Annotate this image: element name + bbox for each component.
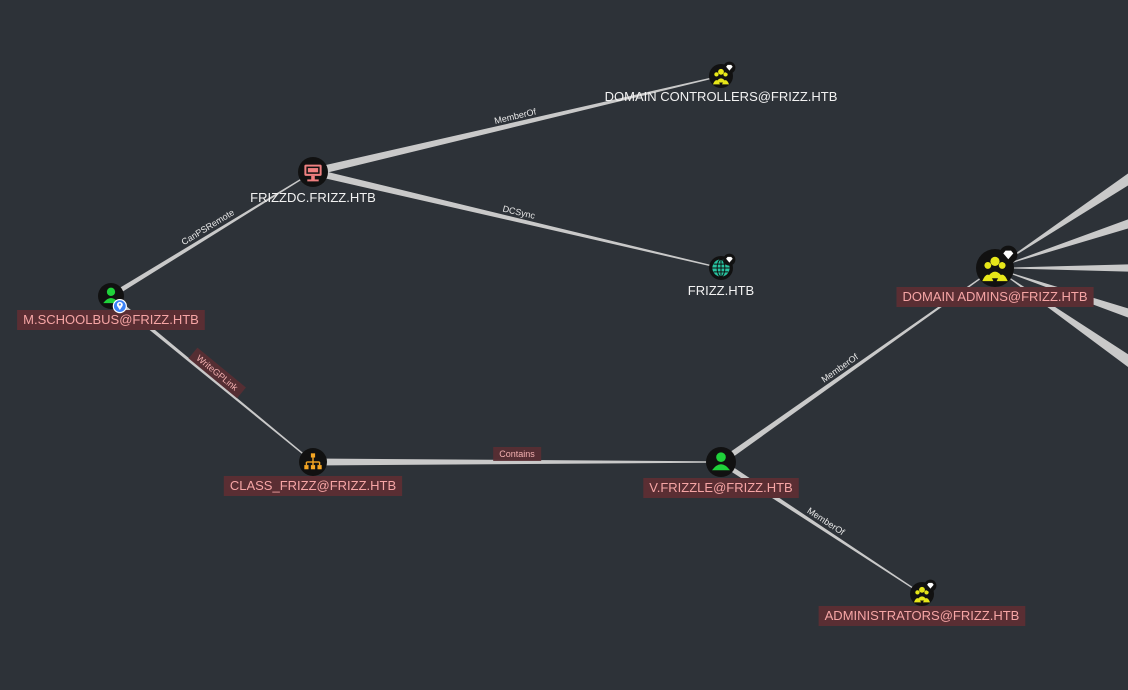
node-computer-dc[interactable] — [298, 157, 328, 187]
edge-label: Contains — [499, 449, 535, 459]
node-label-highlight — [818, 606, 1026, 626]
group-icon — [982, 256, 1008, 282]
owned-pin-icon — [112, 299, 127, 314]
edge-contains[interactable] — [313, 458, 721, 466]
node-group-admins[interactable] — [910, 579, 937, 606]
computer-icon — [304, 164, 322, 182]
tier-zero-gem-icon — [723, 61, 736, 74]
tier-zero-gem-icon — [723, 253, 736, 266]
node-domain[interactable] — [709, 253, 736, 280]
group-icon — [712, 68, 730, 85]
node-group-dc[interactable] — [709, 61, 736, 88]
node-label-highlight — [223, 476, 403, 496]
tier-zero-gem-icon — [999, 245, 1018, 264]
edge-memberof[interactable] — [719, 267, 996, 465]
node-label-highlight — [896, 287, 1094, 307]
edge-dcsync[interactable] — [312, 168, 722, 269]
node-label-highlight — [17, 310, 205, 330]
offscreen-edge — [995, 264, 1128, 272]
node-label[interactable]: FRIZZ.HTB — [688, 283, 754, 298]
node-user-v[interactable] — [706, 447, 736, 477]
node-label[interactable]: FRIZZDC.FRIZZ.HTB — [250, 190, 376, 205]
tier-zero-gem-icon — [924, 579, 937, 592]
edge-label-highlight — [188, 347, 246, 399]
edge-canpsremote[interactable] — [109, 171, 314, 299]
user-icon — [712, 452, 730, 471]
edge-writegplink[interactable] — [109, 294, 314, 463]
node-label-highlight — [643, 478, 799, 498]
node-label[interactable]: CLASS_FRIZZ@FRIZZ.HTB — [230, 478, 396, 493]
nodes-layer — [98, 61, 1018, 606]
edge-label-group: Contains — [493, 447, 542, 461]
node-user-m[interactable] — [98, 283, 127, 314]
edge-label-highlight — [493, 447, 542, 461]
offscreen-edge — [995, 219, 1128, 268]
node-labels-layer: M.SCHOOLBUS@FRIZZ.HTB FRIZZDC.FRIZZ.HTB DO… — [17, 89, 1094, 626]
node-label[interactable]: M.SCHOOLBUS@FRIZZ.HTB — [23, 312, 199, 327]
node-ou-class[interactable] — [299, 448, 327, 476]
node-label[interactable]: ADMINISTRATORS@FRIZZ.HTB — [825, 608, 1020, 623]
node-label[interactable]: V.FRIZZLE@FRIZZ.HTB — [649, 480, 792, 495]
edge-memberof[interactable] — [312, 75, 722, 176]
node-group-da[interactable] — [976, 245, 1018, 287]
node-label[interactable]: DOMAIN CONTROLLERS@FRIZZ.HTB — [605, 89, 838, 104]
offscreen-edge — [995, 173, 1128, 268]
node-label[interactable]: DOMAIN ADMINS@FRIZZ.HTB — [902, 289, 1087, 304]
group-icon — [913, 586, 931, 603]
org-chart-icon — [304, 453, 322, 470]
